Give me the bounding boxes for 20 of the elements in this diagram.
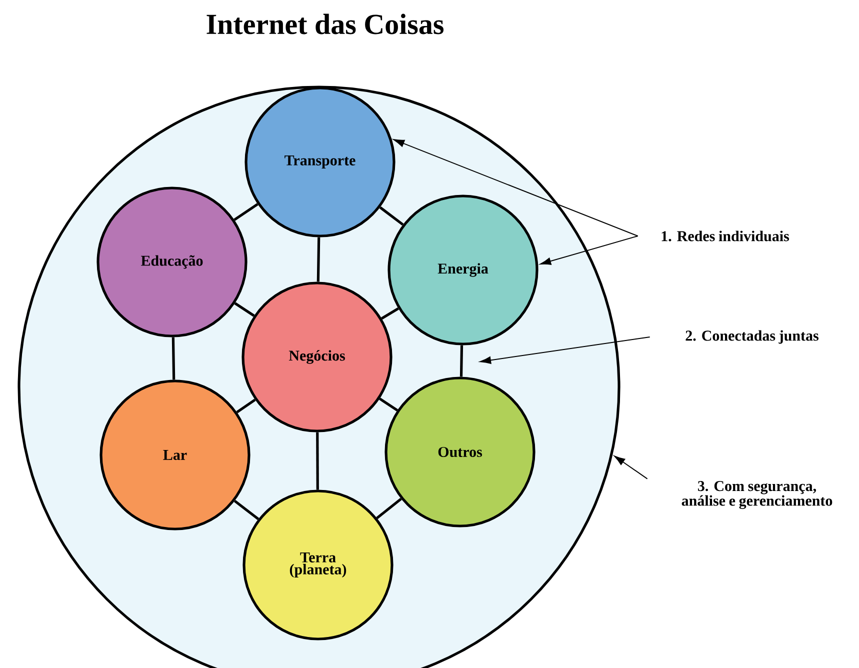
connector-line: [379, 398, 398, 412]
connector-line: [460, 345, 464, 377]
connector-line: [234, 203, 258, 221]
connector-line: [234, 500, 260, 520]
leader-arrow: [540, 236, 638, 265]
annotation-text: 2. Conectadas juntas: [686, 330, 818, 344]
connector-line: [376, 498, 402, 520]
connector-line: [236, 398, 256, 414]
title: Internet das Coisas: [206, 14, 444, 34]
connector-line: [234, 302, 255, 317]
annotation-text: 3. Com segurança, análise e gerenciamento: [682, 481, 832, 509]
connector-line: [316, 432, 319, 490]
connector-line: [316, 237, 320, 282]
connector-line: [379, 206, 404, 226]
leader-arrow: [393, 139, 638, 236]
leader-arrow: [480, 336, 650, 364]
connector-line: [172, 337, 176, 380]
leader-arrow: [614, 456, 648, 480]
annotation-text: 1. Redes individuais: [662, 230, 790, 242]
connector-line: [381, 307, 399, 320]
